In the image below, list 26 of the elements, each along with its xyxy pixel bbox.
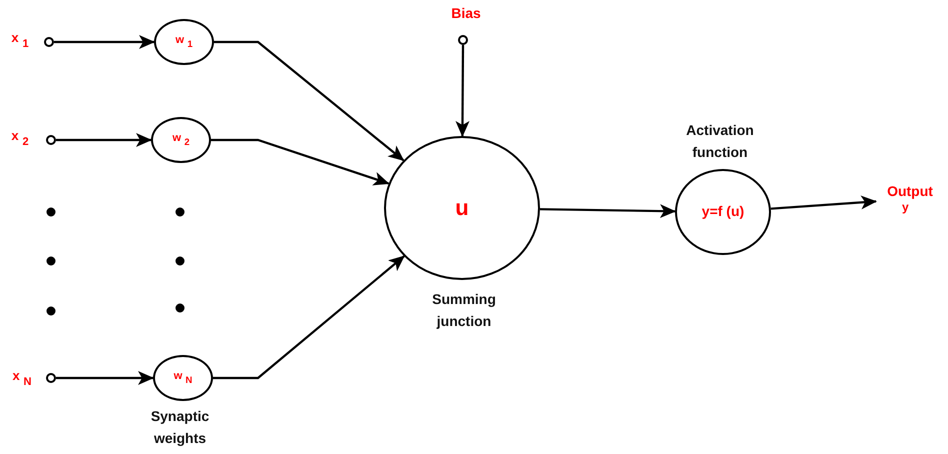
output-label: Output y [876,179,944,219]
weight-circle: w$_{2}$ [151,117,211,163]
arrow [54,35,155,49]
weight-circle: w$_{N}$ [153,355,213,401]
summing-junction-circle: u [384,136,540,280]
caption-text: Activation function [685,121,755,162]
weight-circle: w$_{1}$ [154,19,214,65]
input-label: Bias [451,4,481,23]
arrow [214,40,404,162]
activation-function-circle: y=f (u) [675,169,771,255]
arrow [456,45,470,137]
input-terminal [458,35,468,45]
arrow [770,195,877,210]
input-label: x$_{1}$ [11,29,29,52]
caption-text: Synaptic weights [150,407,210,448]
input-label: x$_{2}$ [11,127,29,150]
arrow [56,371,154,385]
caption-text: Summing junction [431,290,497,332]
arrow [540,204,676,218]
arrow [211,138,390,186]
arrow [213,255,405,380]
input-terminal [46,373,56,383]
input-terminal [46,135,56,145]
input-label: x$_{N}$ [12,367,32,390]
input-terminal [44,37,54,47]
arrow [56,133,152,147]
